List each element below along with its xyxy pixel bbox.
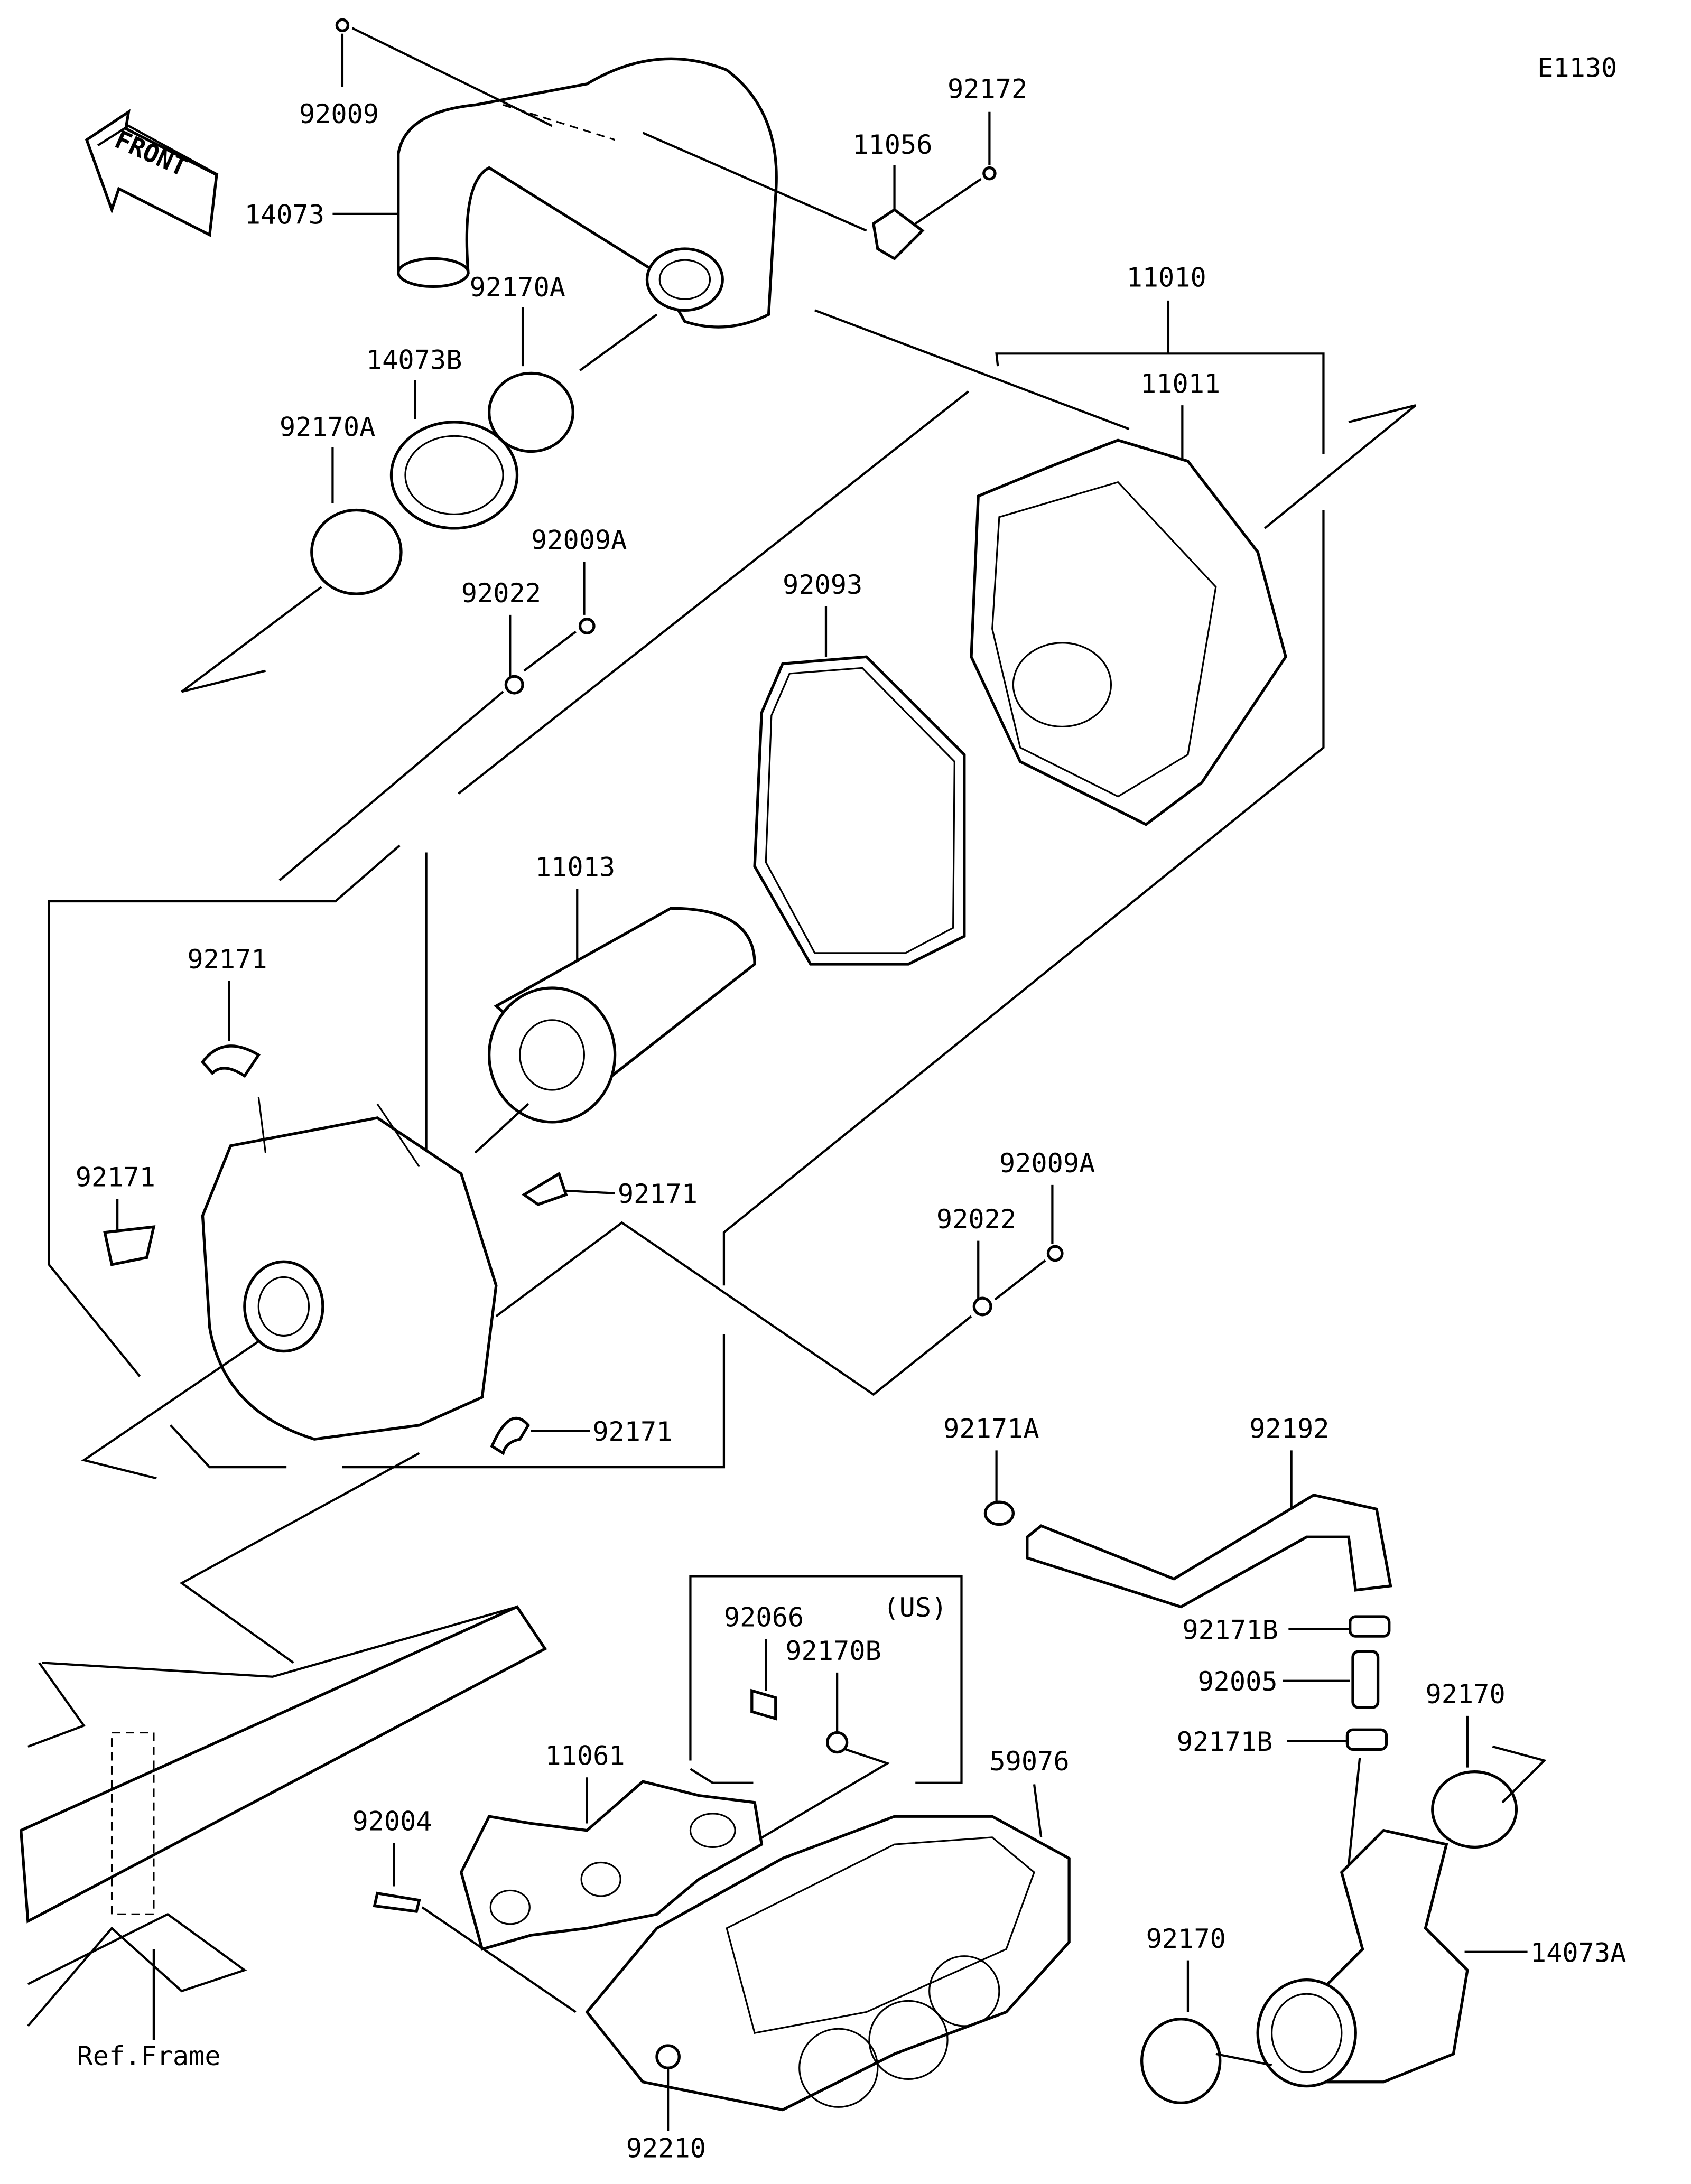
label-92170-lower: 92170 [1146,1923,1226,1954]
front-arrow-icon: FRONT [85,109,219,237]
label-92210: 92210 [626,2133,706,2164]
part-11011-housing [970,438,1287,826]
ref-frame-label: Ref.Frame [77,2040,220,2071]
label-92171-d: 92171 [592,1416,672,1447]
part-14073a-intake-duct [1256,1828,1469,2088]
label-92170b: 92170B [785,1635,881,1666]
label-92009a-upper: 92009A [531,525,627,556]
label-92066: 92066 [724,1602,804,1633]
label-92170a-upper: 92170A [470,272,565,303]
label-92171-c: 92171 [618,1178,698,1209]
label-11013: 11013 [535,851,615,882]
part-14073-duct [397,57,778,329]
part-59076-manifold [585,1815,1071,2112]
label-92172: 92172 [947,73,1027,104]
label-11056: 11056 [852,129,932,160]
label-14073b: 14073B [366,344,462,375]
label-92171-b: 92171 [76,1162,155,1193]
label-92004: 92004 [352,1806,432,1837]
label-11061: 11061 [545,1740,625,1771]
label-92009: 92009 [299,98,379,129]
part-ref-frame [19,1605,547,2027]
label-92192: 92192 [1249,1413,1329,1444]
label-11011: 11011 [1140,368,1220,399]
label-92022-upper: 92022 [461,577,541,609]
label-92171b-upper: 92171B [1182,1614,1278,1645]
label-92093: 92093 [783,569,862,600]
part-air-cleaner-cover [201,1097,498,1441]
label-92005: 92005 [1197,1666,1277,1697]
label-92171-a: 92171 [187,944,267,975]
label-92170a-lower: 92170A [280,411,375,442]
label-92022-lower: 92022 [936,1203,1016,1235]
label-14073: 14073 [245,199,324,230]
region-note-us: (US) [883,1592,947,1623]
label-11010: 11010 [1127,262,1206,293]
label-14073a: 14073A [1530,1937,1626,1968]
label-59076: 59076 [989,1746,1069,1777]
diagram-code: E1130 [1537,52,1617,83]
label-92170-upper: 92170 [1426,1678,1506,1710]
label-92009a-lower: 92009A [999,1147,1095,1179]
label-92171a: 92171A [943,1413,1039,1444]
label-92171b-lower: 92171B [1177,1726,1272,1757]
